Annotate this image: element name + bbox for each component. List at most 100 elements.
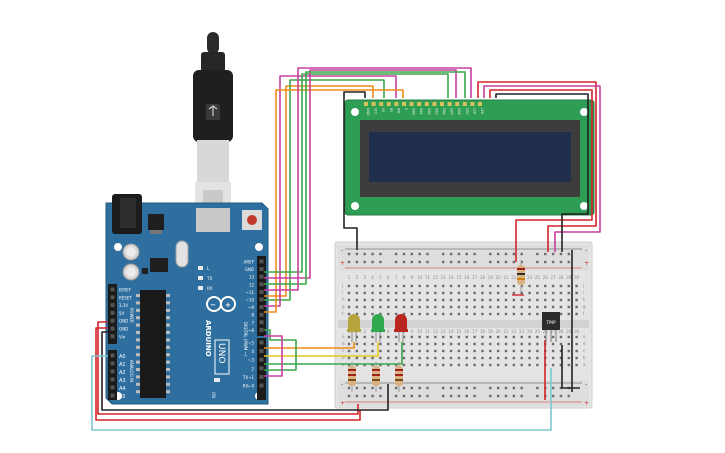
column-number: 3: [363, 329, 366, 334]
atmega-chip: [140, 290, 166, 398]
lcd-pin-label: LED: [472, 108, 476, 115]
lcd-pin-label: DB0: [412, 108, 416, 115]
column-number: 15: [456, 275, 462, 280]
column-number: 11: [425, 275, 431, 280]
column-number: 1: [348, 275, 351, 280]
digital-pin-label: ~3: [248, 358, 254, 363]
column-number: 26: [543, 329, 549, 334]
column-number: 3: [363, 275, 366, 280]
rail-plus-label: +: [584, 400, 589, 407]
arduino-wordmark: ARDUINO: [204, 320, 212, 357]
yellow-led: [347, 314, 361, 342]
column-number: 19: [488, 329, 494, 334]
wire-magenta-lcd: [483, 85, 601, 252]
lcd-pin-label: E: [404, 108, 408, 110]
analog-pin-label: A1: [119, 362, 126, 368]
column-number: 18: [480, 275, 486, 280]
digital-pin-label: 4: [251, 349, 254, 354]
wire-magenta: [264, 75, 397, 307]
row-letter: b: [583, 355, 586, 360]
column-number: 8: [403, 275, 406, 280]
lcd-pin-label: VCC: [374, 108, 378, 115]
analog-pin-label: A3: [119, 378, 126, 384]
wire-green-loop: [264, 329, 297, 371]
lcd-pin-label: DB2: [427, 108, 431, 115]
row-letter: c: [583, 348, 585, 353]
column-number: 12: [433, 275, 439, 280]
row-letter: h: [342, 297, 345, 302]
column-number: 18: [480, 329, 486, 334]
digital-pin-label: ~10: [246, 298, 255, 303]
green-led: [371, 314, 385, 342]
digital-pin-label: ~6: [248, 328, 254, 333]
column-number: 30: [574, 275, 580, 280]
digital-pin-label: 2: [251, 366, 254, 371]
column-number: 22: [511, 329, 517, 334]
column-number: 28: [558, 329, 564, 334]
sensor-label: TMP: [545, 320, 556, 326]
wire-black-pot: [495, 93, 589, 252]
column-number: 25: [535, 275, 541, 280]
column-number: 29: [566, 329, 572, 334]
digital-header-high: [257, 256, 266, 336]
column-number: 13: [441, 275, 447, 280]
wire-cyan-a0: [91, 355, 552, 431]
column-number: 9: [411, 329, 414, 334]
digital-pin-label: ~11: [246, 290, 255, 295]
power-pin-label: 5V: [119, 311, 125, 316]
wire-magenta-loop: [264, 335, 283, 377]
board-led-label: L: [207, 266, 210, 271]
lcd-pin-label: DB6: [457, 108, 461, 115]
wire-orange-2: [264, 89, 404, 313]
row-letter: e: [583, 334, 586, 339]
analog-pin-label: A0: [119, 354, 126, 360]
lcd-pin-label: RS: [389, 108, 393, 112]
column-number: 25: [535, 329, 541, 334]
digital-pin-label: 7: [251, 320, 254, 325]
lcd-pin-label: V0: [381, 108, 385, 112]
wire-red-5v-2: [95, 327, 361, 421]
rail-plus-label: +: [340, 400, 345, 407]
wire-green-3: [264, 71, 466, 285]
red-led: [394, 314, 408, 342]
wire-green-led: [264, 342, 403, 365]
board-led-label: TX: [206, 276, 212, 281]
analog-header: [108, 350, 117, 400]
mount-hole: [255, 243, 263, 251]
lcd-screen: [369, 132, 571, 182]
lcd-pin-label: DB3: [434, 108, 438, 115]
row-letter: b: [342, 355, 345, 360]
column-number: 21: [503, 329, 509, 334]
wire-red-pot: [489, 89, 593, 262]
resistor: [372, 362, 380, 392]
column-number: 26: [543, 275, 549, 280]
column-number: 16: [464, 275, 470, 280]
svg-text:−: −: [210, 301, 216, 309]
row-letter: d: [583, 341, 586, 346]
wire-magenta-2: [264, 69, 457, 279]
column-number: 7: [395, 275, 398, 280]
wire-black-lcd-gnd: [343, 91, 366, 250]
column-number: 17: [472, 275, 478, 280]
column-number: 23: [519, 329, 525, 334]
power-pin-label: GND: [119, 319, 128, 324]
column-number: 19: [488, 275, 494, 280]
digital-pin-label: AREF: [244, 260, 255, 265]
row-letter: j: [582, 283, 584, 288]
row-letter: c: [342, 348, 344, 353]
lcd-pin-label: RW: [396, 108, 400, 114]
column-number: 12: [433, 329, 439, 334]
digital-pin-label: 12: [249, 282, 255, 287]
temperature-sensor: TMP: [542, 312, 560, 342]
wires: [91, 67, 601, 431]
column-number: 2: [356, 275, 359, 280]
power-pin-label: 3.3V: [119, 303, 128, 308]
rail-minus-label: -: [341, 381, 343, 388]
lcd-pin-label: DB7: [465, 108, 469, 115]
lcd-pin-label: DB4: [442, 108, 446, 115]
column-number: 28: [558, 275, 564, 280]
